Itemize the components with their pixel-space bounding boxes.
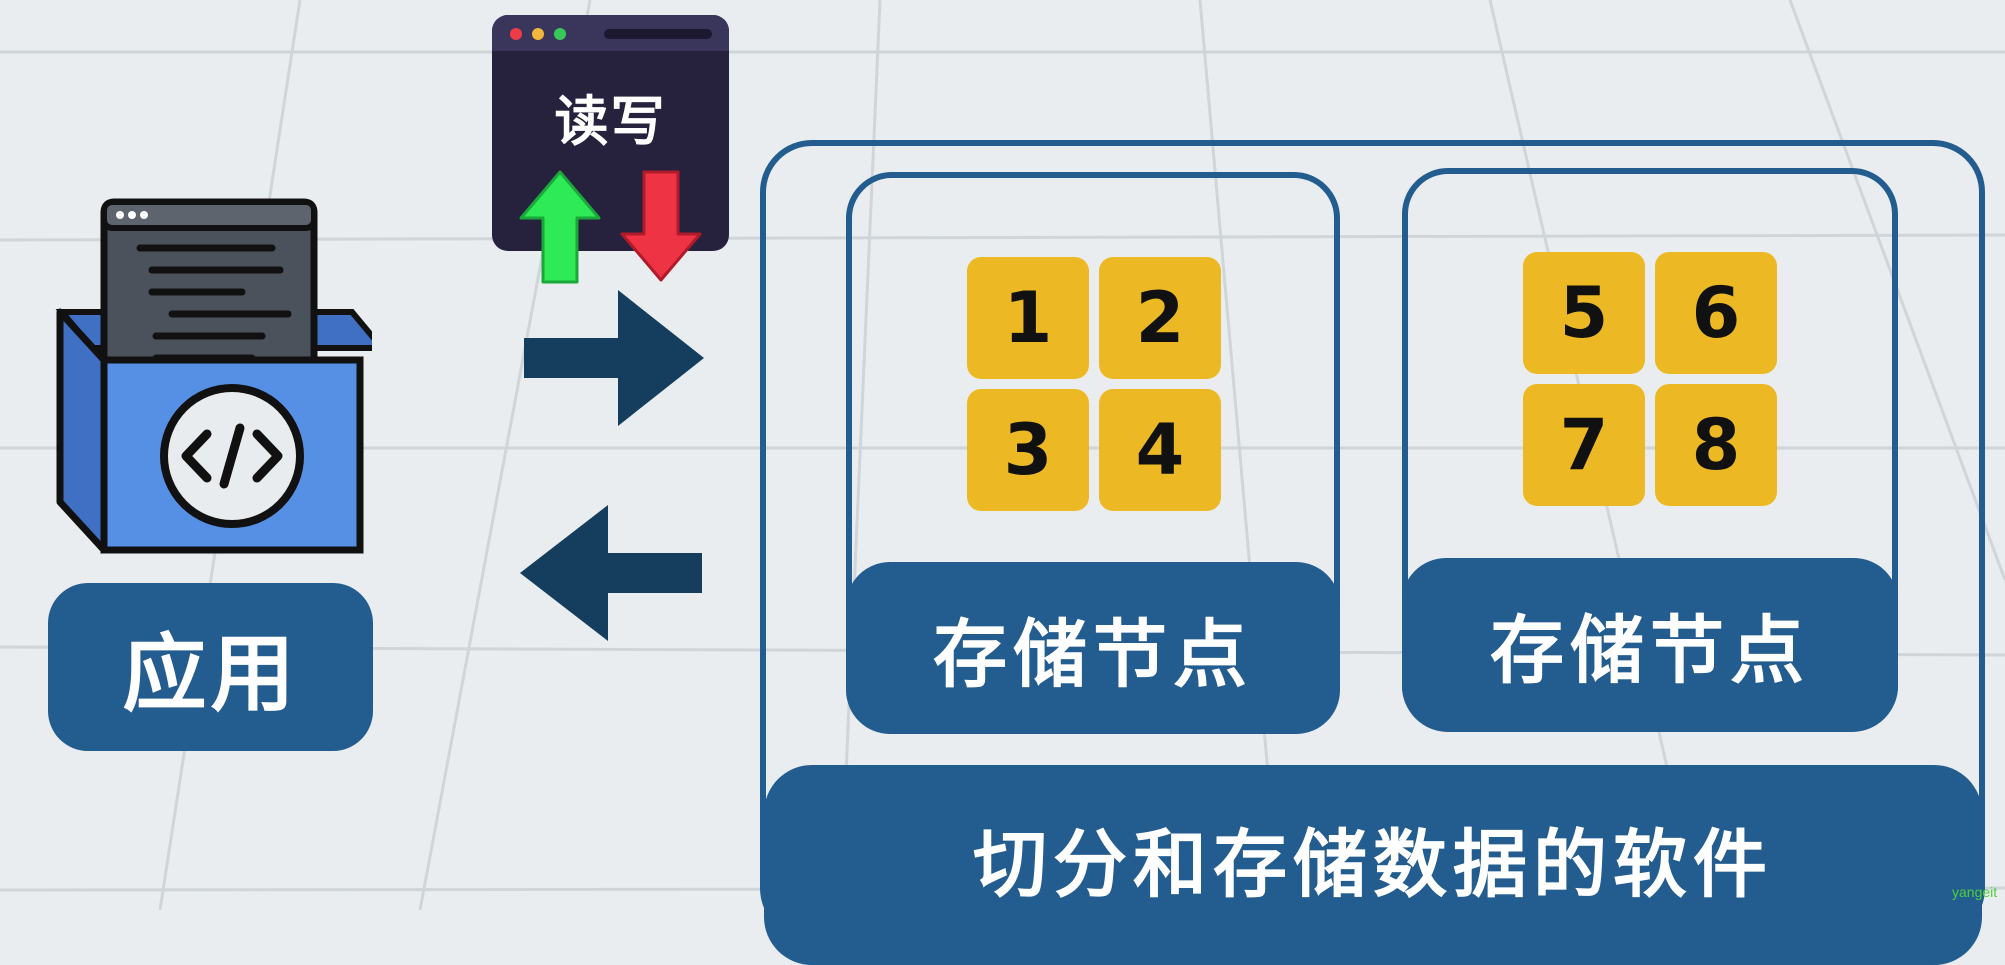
minimize-dot-icon <box>532 28 544 40</box>
data-shard-tile: 1 <box>967 257 1089 379</box>
data-shard-tile: 7 <box>1523 384 1645 506</box>
storage-node-2-label: 存储节点 <box>1402 558 1898 730</box>
data-shard-tile: 3 <box>967 389 1089 511</box>
data-shard-tile: 6 <box>1655 252 1777 374</box>
app-label: 应用 <box>48 583 373 751</box>
close-dot-icon <box>510 28 522 40</box>
title-bar-placeholder <box>604 29 712 39</box>
left-arrow-icon <box>520 505 702 641</box>
read-write-label: 读写 <box>554 90 667 153</box>
code-window-box-icon <box>55 198 372 554</box>
sharding-software-label: 切分和存储数据的软件 <box>764 765 1982 965</box>
data-shard-tile: 5 <box>1523 252 1645 374</box>
storage-node-1-label: 存储节点 <box>846 562 1340 734</box>
watermark: yangeit <box>1952 884 1998 900</box>
down-arrow-icon <box>620 170 702 282</box>
data-shard-tile: 2 <box>1099 257 1221 379</box>
data-shard-tile: 8 <box>1655 384 1777 506</box>
window-titlebar <box>492 15 729 51</box>
data-shard-tile: 4 <box>1099 389 1221 511</box>
right-arrow-icon <box>524 290 704 426</box>
up-arrow-icon <box>519 170 601 284</box>
maximize-dot-icon <box>554 28 566 40</box>
